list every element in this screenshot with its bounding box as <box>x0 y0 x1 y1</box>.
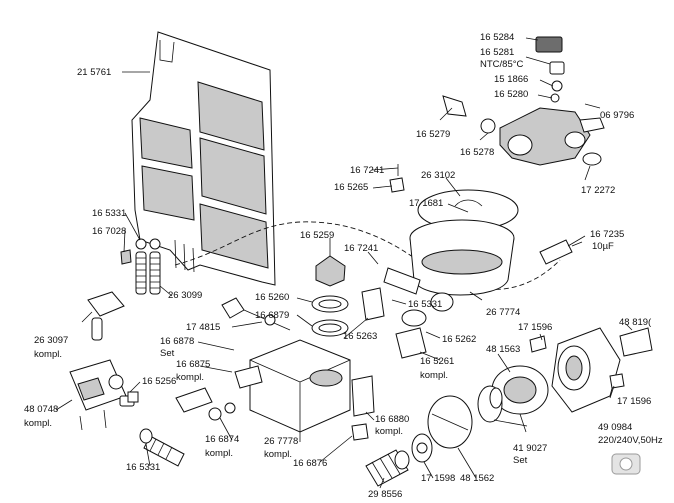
hose-part <box>365 449 410 487</box>
camera-watermark-icon <box>611 453 641 475</box>
callout-16-5261-kompl: kompl. <box>420 370 448 381</box>
clip-part <box>389 164 405 193</box>
callout-26-3102: 26 3102 <box>421 170 455 181</box>
callout-26-3099: 26 3099 <box>168 290 202 301</box>
callout-16-5265: 16 5265 <box>334 182 368 193</box>
callout-26-7778-kompl: kompl. <box>264 449 292 460</box>
circulation-pump-part <box>477 327 653 423</box>
callout-16-5256: 16 5256 <box>142 376 176 387</box>
callout-48-0748-kompl: kompl. <box>24 418 52 429</box>
bracket-part <box>127 391 139 403</box>
callout-16-7241-mid: 16 7241 <box>344 243 378 254</box>
callout-16-6875-kompl: kompl. <box>176 372 204 383</box>
callout-49-0984: 49 0984 <box>598 422 632 433</box>
callout-16-5284: 16 5284 <box>480 32 514 43</box>
valve-part <box>175 387 236 421</box>
callout-17-1681: 17 1681 <box>409 198 443 209</box>
impeller-and-seals-part <box>311 255 349 337</box>
callout-16-5279: 16 5279 <box>416 129 450 140</box>
callout-15-1866: 15 1866 <box>494 74 528 85</box>
relay-part <box>351 375 375 441</box>
callout-16-5280: 16 5280 <box>494 89 528 100</box>
sensor-cluster-part <box>442 36 605 166</box>
callout-17-4815: 17 4815 <box>186 322 220 333</box>
callout-17-1596-bottom: 17 1596 <box>617 396 651 407</box>
callout-16-5262: 16 5262 <box>442 334 476 345</box>
callout-26-3097: 26 3097 <box>34 335 68 346</box>
callout-16-6874: 16 6874 <box>205 434 239 445</box>
callout-ntc-85c: NTC/85°C <box>480 59 524 70</box>
callout-16-7028: 16 7028 <box>92 226 126 237</box>
callout-48-8190: 48 819( <box>619 317 652 328</box>
callout-16-7241-top: 16 7241 <box>350 165 384 176</box>
callout-17-1596-top: 17 1596 <box>518 322 552 333</box>
callout-21-5761: 21 5761 <box>77 67 111 78</box>
callout-48-1563: 48 1563 <box>486 344 520 355</box>
callout-16-6879: 16 6879 <box>255 310 289 321</box>
spring-part-left <box>120 238 161 295</box>
callout-26-7778: 26 7778 <box>264 436 298 447</box>
callout-220-240v: 220/240V,50Hz <box>598 435 663 446</box>
callout-16-6880: 16 6880 <box>375 414 409 425</box>
callout-26-7774: 26 7774 <box>486 307 520 318</box>
callout-16-5278: 16 5278 <box>460 147 494 158</box>
callout-17-2272: 17 2272 <box>581 185 615 196</box>
leader-lines <box>55 37 633 489</box>
sump-part <box>383 189 519 312</box>
callout-48-0748: 48 0748 <box>24 404 58 415</box>
callout-16-5261: 16 5261 <box>420 356 454 367</box>
callout-26-3097-kompl: kompl. <box>34 349 62 360</box>
callout-29-8556: 29 8556 <box>368 489 402 500</box>
drain-pump-part <box>411 395 473 463</box>
callout-16-5331-bottom: 16 5331 <box>126 462 160 473</box>
callout-17-1598: 17 1598 <box>421 473 455 484</box>
callout-41-9027: 41 9027 <box>513 443 547 454</box>
capacitor-part <box>539 239 583 265</box>
callout-16-5263: 16 5263 <box>343 331 377 342</box>
float-switch-part <box>361 287 427 359</box>
side-panel-part <box>131 31 276 286</box>
callout-16-5281: 16 5281 <box>480 47 514 58</box>
callout-16-5331-mid: 16 5331 <box>408 299 442 310</box>
heater-element-part <box>221 297 291 331</box>
callout-16-6878-set: Set <box>160 348 175 359</box>
callout-06-9796: 06 9796 <box>600 110 634 121</box>
callout-16-6874-kompl: kompl. <box>205 448 233 459</box>
callout-10uf: 10µF <box>592 241 614 252</box>
callout-16-5331-left: 16 5331 <box>92 208 126 219</box>
heater-block-part <box>234 339 351 433</box>
callout-16-6878: 16 6878 <box>160 336 194 347</box>
callout-labels: 21 5761 16 5284 16 5281 NTC/85°C 15 1866… <box>24 32 663 500</box>
inlet-valve-part <box>69 291 135 431</box>
callout-16-5259: 16 5259 <box>300 230 334 241</box>
callout-16-7235: 16 7235 <box>590 229 624 240</box>
callout-16-5260: 16 5260 <box>255 292 289 303</box>
callout-16-6876: 16 6876 <box>293 458 327 469</box>
callout-16-6875: 16 6875 <box>176 359 210 370</box>
callout-48-1562: 48 1562 <box>460 473 494 484</box>
callout-41-9027-set: Set <box>513 455 528 466</box>
callout-16-6880-kompl: kompl. <box>375 426 403 437</box>
